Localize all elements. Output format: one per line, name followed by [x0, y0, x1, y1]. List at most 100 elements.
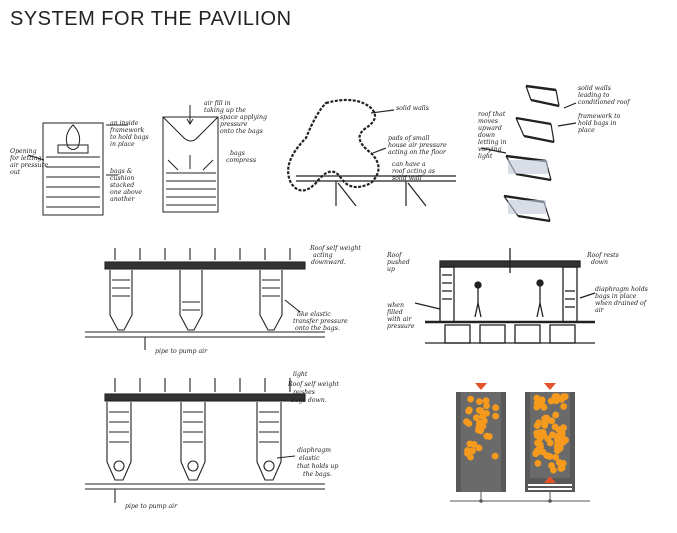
note: leading to — [578, 92, 610, 99]
note: space applying — [220, 114, 267, 121]
ball — [467, 395, 474, 403]
ball — [475, 444, 483, 452]
note: air pressure — [10, 162, 48, 169]
note: solid walls — [396, 105, 429, 112]
note: when drained of — [595, 300, 648, 307]
note: one above — [110, 189, 142, 196]
ball — [557, 465, 565, 472]
sketch-roof-weight: Roof self weight acting downward. like e… — [85, 240, 385, 365]
ball — [463, 418, 470, 425]
ball — [476, 419, 483, 427]
note: house air pressure — [388, 142, 447, 149]
note: onto the bags. — [295, 325, 340, 332]
note: pressure — [387, 323, 415, 330]
note: Roof self weight — [287, 381, 339, 388]
note: up — [387, 266, 395, 273]
ball — [533, 447, 541, 455]
ball — [547, 397, 555, 405]
note: pipe to pump air — [155, 348, 208, 355]
note: to hold bags — [110, 134, 149, 141]
pillar-left — [456, 383, 506, 503]
note: air — [595, 307, 605, 314]
note: filled — [386, 309, 403, 316]
note: acting on the floor — [388, 149, 447, 156]
note: hold bags in — [578, 120, 616, 127]
note: bags — [230, 150, 245, 157]
note: acting — [313, 252, 333, 259]
pillar-diagram — [445, 380, 595, 505]
ball — [534, 459, 542, 467]
ball — [476, 407, 484, 414]
ball — [536, 441, 544, 448]
ball — [535, 419, 543, 427]
sketch-section-people-drawing: Roof pushed up Roof rests down when fill… — [386, 248, 648, 344]
note: diaphragm holds — [595, 286, 648, 293]
note: letting in — [478, 139, 506, 146]
note: Opening — [10, 148, 37, 155]
ball — [491, 452, 499, 460]
ball — [472, 414, 480, 422]
note: in place — [110, 141, 135, 148]
note: Roof — [386, 252, 403, 259]
note: roof acting as — [392, 168, 435, 175]
ball — [536, 398, 544, 405]
pillar-right — [525, 383, 575, 503]
note: transfer pressure — [293, 318, 348, 325]
note: taking up the — [204, 107, 246, 114]
ball — [483, 432, 491, 440]
note: moves — [478, 118, 498, 125]
ball — [539, 448, 547, 456]
ball — [476, 398, 483, 405]
note: framework to — [577, 113, 621, 120]
note: stacked — [110, 182, 134, 189]
note: pipe to pump air — [125, 503, 178, 510]
note: upward — [478, 125, 502, 132]
ball — [548, 462, 555, 469]
ball — [553, 393, 561, 400]
ball — [466, 406, 473, 414]
ball — [560, 403, 568, 410]
ball — [539, 429, 547, 436]
note: solid walls — [578, 85, 611, 92]
note: framework — [109, 127, 144, 134]
note: solid wall — [392, 175, 422, 182]
note: like elastic — [297, 311, 331, 318]
sketch-diaphragm: light Roof self weight pushes bags down.… — [85, 368, 395, 518]
ball — [560, 393, 567, 401]
ball — [552, 453, 559, 461]
sketch-section-people: Roof pushed up Roof rests down when fill… — [385, 243, 675, 363]
note: pushed — [387, 259, 410, 266]
note: Roof self weight — [309, 245, 361, 252]
note: bags in place — [595, 293, 637, 300]
note: downward. — [311, 259, 346, 266]
note: when — [387, 302, 404, 309]
note: for letting — [9, 155, 42, 162]
note: another — [110, 196, 136, 203]
note: compress — [226, 157, 256, 164]
ball — [469, 447, 476, 455]
note: light — [293, 371, 308, 378]
ball — [558, 429, 566, 436]
note: pushes — [293, 389, 315, 396]
note: can have a — [392, 161, 426, 168]
note: that holds up — [297, 463, 338, 470]
sketch-roof-weight-drawing: Roof self weight acting downward. like e… — [85, 245, 361, 355]
ball — [548, 417, 556, 425]
ball — [552, 411, 560, 419]
ball — [544, 435, 552, 443]
marker-up-icon — [544, 476, 556, 483]
note: down — [478, 132, 495, 139]
note: conditioned roof — [578, 99, 631, 106]
sketch-bag-framework-drawing: an inside framework to hold bags in plac… — [9, 100, 267, 216]
sketch-bag-framework: an inside framework to hold bags in plac… — [8, 95, 270, 230]
note: out — [10, 169, 21, 176]
ball — [483, 402, 490, 410]
ball — [542, 414, 550, 422]
ball — [540, 403, 548, 411]
note: pads of small — [388, 135, 429, 142]
note: varying — [478, 146, 502, 153]
marker-down-icon — [544, 383, 556, 390]
container-left — [42, 122, 104, 216]
pillar-diagram-drawing — [450, 383, 590, 503]
sketch-moving-roof-drawing: roof that moves upward down letting in v… — [478, 84, 631, 223]
